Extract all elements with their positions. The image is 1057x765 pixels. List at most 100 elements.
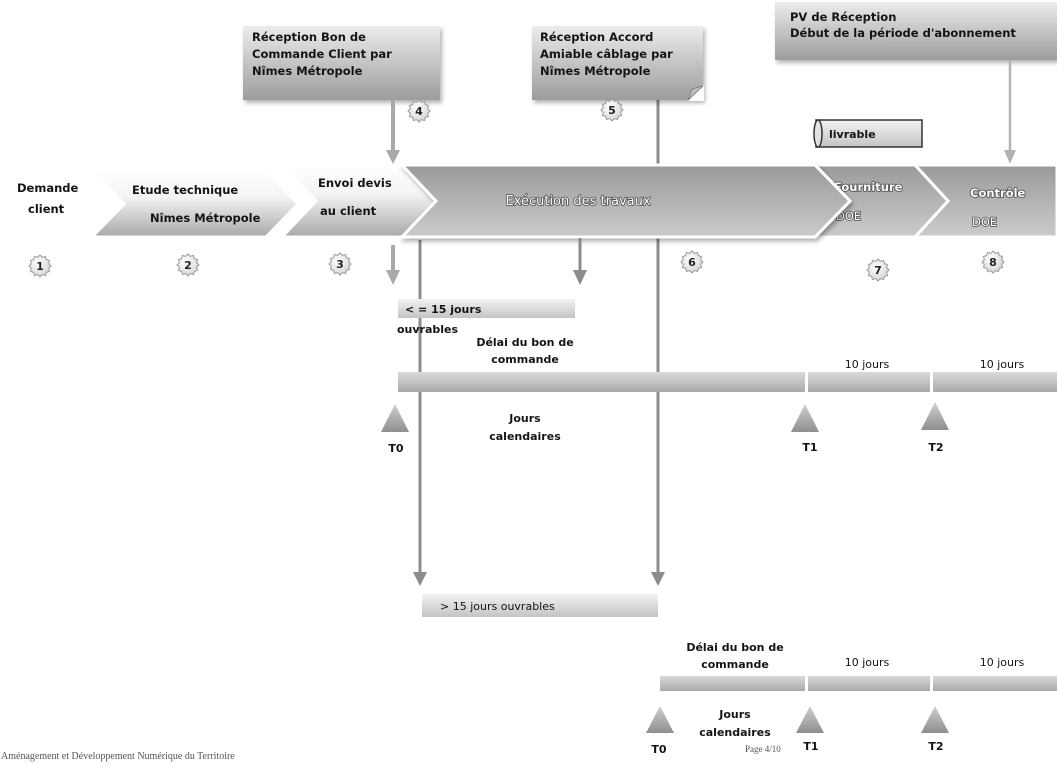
milestone-triangle-icon [796,706,824,733]
callout-line: Commande Client par [252,47,392,61]
callout-line: Début de la période d'abonnement [790,26,1016,40]
period-label: 10 jours [980,656,1025,669]
milestone-triangle-icon [381,404,409,432]
delay-label: commande [491,353,559,366]
timeline-short-delay: < = 15 jours ouvrables Délai du bon de c… [381,299,1057,455]
arrowhead-down-icon [651,572,665,586]
step-badge-5: 5 [600,98,624,122]
condition-label: > 15 jours ouvrables [440,600,555,613]
callout-box [775,2,1057,60]
timeline-bar-segment [398,372,805,392]
milestone-label: T1 [802,441,817,454]
step-label: client [28,202,65,216]
step-badge-3: 3 [328,252,352,276]
delay-label: Délai du bon de [686,641,783,654]
chevron-shape [88,168,301,239]
badge-number: 7 [874,264,882,277]
callout-line: PV de Réception [790,10,896,24]
step-label: Exécution des travaux [505,194,650,209]
step-label: DOE [836,209,861,223]
milestone-triangle-icon [646,706,674,733]
condition-box [398,299,575,318]
timeline-bar-segment [933,676,1057,691]
scroll-roll [813,119,823,148]
step-badge-2: 2 [176,253,200,277]
step-label: au client [320,204,377,218]
milestone-triangle-icon [921,402,949,430]
callout-agreement: Réception Accord Amiable câblage par Nîm… [532,26,704,101]
step-badge-6: 6 [680,250,704,274]
step-label: Demande [17,181,79,195]
callout-line: Réception Bon de [252,30,366,44]
milestone-label: T0 [388,442,404,455]
callout-line: Nîmes Métropole [252,64,363,78]
step-badge-8: 8 [981,250,1005,274]
condition-label: ouvrables [397,323,459,336]
period-label: 10 jours [845,656,890,669]
step-label: Nîmes Métropole [150,211,261,225]
milestone-label: T2 [928,740,943,753]
step-badge-7: 7 [866,258,890,282]
calendar-label: calendaires [699,726,771,739]
badge-number: 5 [608,104,616,117]
step-label: Envoi devis [318,176,392,190]
callout-box [243,26,440,100]
deliverable-label: livrable [829,128,876,141]
timeline-bar-segment [660,676,805,691]
badge-number: 3 [336,258,344,271]
callout-box [532,26,703,100]
arrowhead-down-icon [386,150,400,164]
condition-box [422,594,658,617]
badge-number: 6 [688,256,696,269]
process-steps: Demande client Etude technique Nîmes Mét… [17,163,1057,239]
callout-line: Réception Accord [540,30,653,44]
calendar-label: Jours [718,708,751,721]
milestone-label: T0 [651,743,667,756]
arrowhead-down-icon [573,270,587,285]
callout-line: Amiable câblage par [540,47,673,61]
badge-number: 4 [415,105,423,118]
step-works-execution: Exécution des travaux [398,163,853,239]
step-label: Etude technique [132,183,238,197]
arrowhead-down-icon [386,270,400,285]
callout-acceptance: PV de Réception Début de la période d'ab… [775,2,1057,60]
step-supply: Fourniture DOE [811,163,951,239]
badge-number: 2 [184,259,192,272]
scroll-body [815,119,923,148]
step-label: Contrôle [970,186,1026,200]
step-badge-1: 1 [28,254,52,278]
period-label: 10 jours [845,358,890,371]
timeline-bar-segment [808,676,930,691]
calendar-label: calendaires [489,430,561,443]
condition-label: < = 15 jours [405,303,482,316]
step-control: Contrôle DOE [911,163,1057,239]
callout-line: Nîmes Métropole [540,64,651,78]
timeline-bar-segment [808,372,930,392]
timeline-long-delay: > 15 jours ouvrables Délai du bon de com… [422,594,1057,756]
timeline-bar-segment [933,372,1057,392]
milestone-triangle-icon [791,404,819,432]
page-footer: Aménagement et Développement Numérique d… [1,744,781,762]
step-request: Demande client [17,181,79,216]
page-number: Page 4/10 [745,744,781,754]
period-label: 10 jours [980,358,1025,371]
page-curl-fold [687,85,704,101]
arrowhead-down-icon [413,572,427,586]
badge-number: 8 [989,256,997,269]
delay-label: Délai du bon de [476,336,573,349]
step-badges: 1 2 3 4 5 6 7 8 [28,98,1005,282]
calendar-label: Jours [508,412,541,425]
badge-number: 1 [36,260,44,273]
milestone-label: T2 [928,441,943,454]
footer-organization: Aménagement et Développement Numérique d… [1,751,235,762]
deliverable-scroll: livrable [813,119,923,148]
step-label: DOE [972,215,997,229]
step-technical-study: Etude technique Nîmes Métropole [88,168,301,239]
step-badge-4: 4 [407,99,431,123]
arrowhead-down-icon [1004,150,1016,164]
short-arrows [386,60,1016,285]
milestone-triangle-icon [921,706,949,733]
callout-purchase-order: Réception Bon de Commande Client par Nîm… [243,26,440,100]
delay-label: commande [701,658,769,671]
